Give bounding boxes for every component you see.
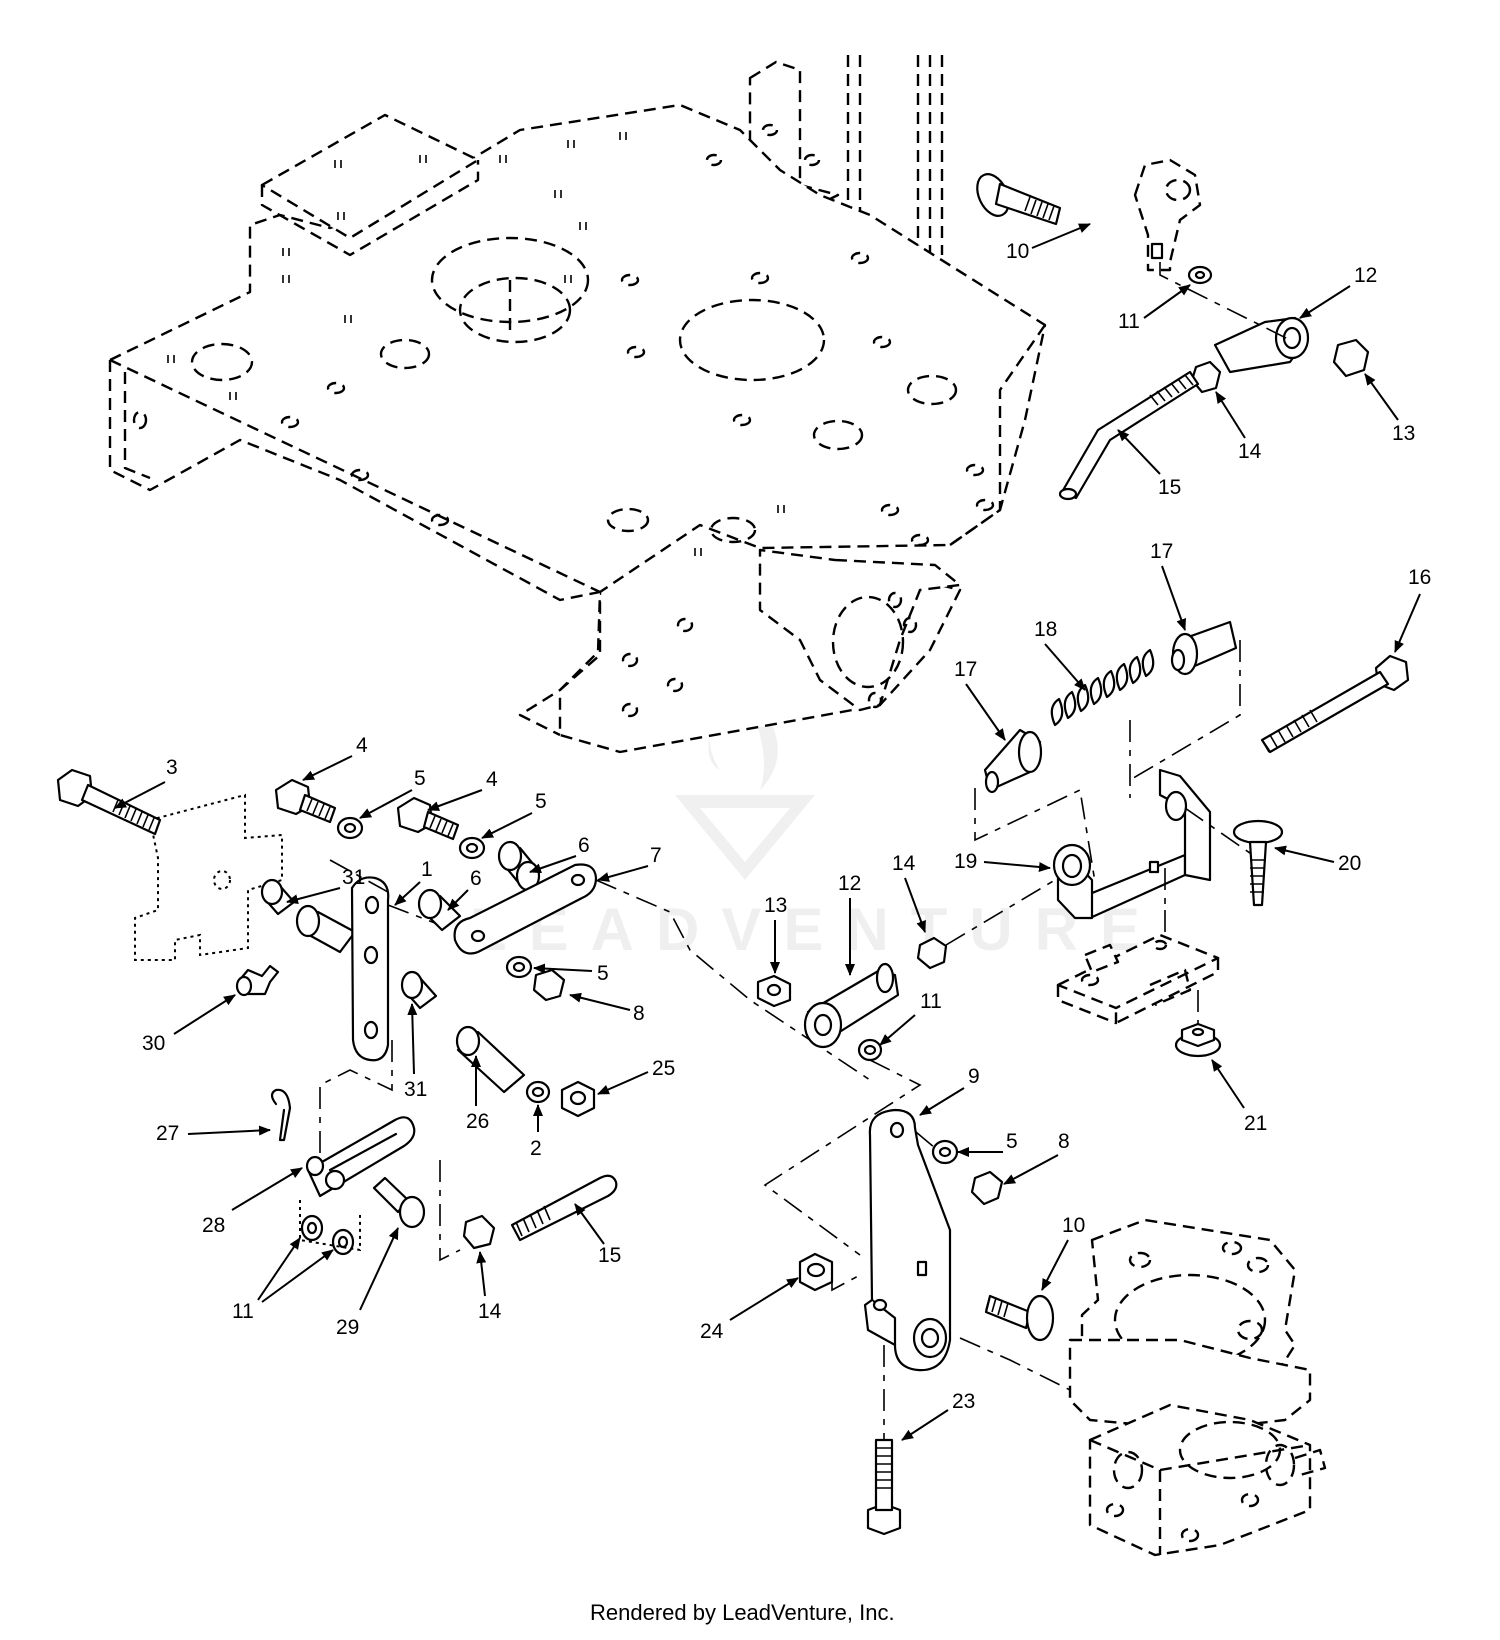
v-logo-icon (675, 795, 815, 880)
cotter-pin (270, 1088, 292, 1142)
callout-26: 26 (466, 1110, 489, 1133)
spacer-31-upper (260, 878, 296, 916)
callout-24: 24 (700, 1320, 724, 1343)
chassis-frame (108, 55, 1047, 754)
callout-5c: 5 (597, 962, 609, 985)
callout-6a: 6 (578, 834, 590, 857)
spacer-31-lower (400, 970, 438, 1010)
callout-17a: 17 (1150, 540, 1173, 563)
left-linkage (56, 768, 871, 1262)
callout-9: 9 (968, 1065, 980, 1088)
rod-end-center (803, 962, 900, 1049)
rod-end-upper (1213, 316, 1310, 374)
callout-14a: 14 (1238, 440, 1262, 463)
callout-19: 19 (954, 850, 977, 873)
jam-nut-lower (462, 1214, 496, 1250)
control-rod-lower (510, 1174, 618, 1242)
callout-11c: 11 (232, 1300, 254, 1323)
link-bar-7 (453, 863, 598, 955)
callout-14c: 14 (478, 1300, 502, 1323)
callout-13b: 13 (764, 894, 787, 917)
callout-18: 18 (1034, 618, 1057, 641)
hex-nut-mid (532, 968, 566, 1002)
callout-4b: 4 (486, 768, 498, 791)
callout-5d: 5 (1006, 1130, 1018, 1153)
flame-logo-icon (708, 670, 778, 790)
callout-12a: 12 (1354, 264, 1377, 287)
spacer-lower (417, 888, 462, 932)
hex-nut-upper (1332, 338, 1370, 378)
callout-11b: 11 (920, 990, 942, 1013)
callout-28: 28 (202, 1214, 225, 1237)
long-bolt (1260, 654, 1410, 754)
callout-11a: 11 (1118, 310, 1140, 333)
callout-21: 21 (1244, 1112, 1267, 1135)
spring-cup-right (1170, 620, 1238, 676)
spring-assembly (974, 620, 1410, 1058)
callout-27: 27 (156, 1122, 179, 1145)
hex-bolt-left (274, 778, 337, 824)
jam-nut-upper (1190, 360, 1222, 394)
u-bracket (1052, 768, 1212, 920)
clevis-pin (372, 1176, 426, 1229)
hex-bolt-long (56, 768, 162, 836)
callout-1: 1 (421, 858, 433, 881)
callout-8b: 8 (1058, 1130, 1070, 1153)
spring-cup-left (983, 728, 1043, 794)
lever-arm-9 (863, 1108, 952, 1372)
callout-2: 2 (530, 1137, 542, 1160)
callout-5b: 5 (535, 790, 547, 813)
control-rod-upper (1058, 370, 1200, 501)
watermark: LEADVENTURE (470, 670, 1162, 963)
phantom-arm (1133, 158, 1202, 272)
flange-nut (1174, 1022, 1222, 1058)
lock-nut-25 (560, 1080, 596, 1118)
callout-4a: 4 (356, 734, 368, 757)
lock-nut-13 (756, 974, 792, 1008)
long-spacer (455, 1025, 526, 1094)
callout-30: 30 (142, 1032, 165, 1055)
callout-31a: 31 (342, 866, 365, 889)
callout-31b: 31 (404, 1078, 427, 1101)
spacer-top (497, 840, 541, 892)
callout-10b: 10 (1062, 1214, 1085, 1237)
hex-nut-arm (970, 1170, 1004, 1206)
callout-23: 23 (952, 1390, 975, 1413)
callout-3: 3 (166, 756, 178, 779)
hex-bolt-23 (866, 1345, 902, 1536)
callouts: 1 2 3 4 4 5 5 5 5 6 6 7 8 8 9 10 10 (114, 223, 1431, 1441)
callout-16: 16 (1408, 566, 1431, 589)
clevis (305, 1116, 416, 1198)
upper-linkage (976, 158, 1370, 501)
carriage-bolt-lower (984, 1294, 1055, 1342)
center-linkage (756, 879, 1111, 1536)
hex-bolt-right (396, 796, 460, 841)
grease-fitting (235, 964, 280, 997)
callout-25: 25 (652, 1057, 675, 1080)
callout-5a: 5 (414, 767, 426, 790)
lock-nut-24 (798, 1252, 834, 1292)
callout-29: 29 (336, 1316, 359, 1339)
callout-17b: 17 (954, 658, 977, 681)
callout-7: 7 (650, 844, 662, 867)
carriage-bolt-20 (1232, 819, 1284, 907)
watermark-text: LEADVENTURE (470, 896, 1162, 963)
compression-spring (1050, 648, 1155, 727)
callout-14b: 14 (892, 852, 916, 875)
footer-credit: Rendered by LeadVenture, Inc. (590, 1600, 895, 1625)
callout-8a: 8 (633, 1002, 645, 1025)
callout-10a: 10 (1006, 240, 1029, 263)
callout-20: 20 (1338, 852, 1361, 875)
callout-12b: 12 (838, 872, 861, 895)
carriage-bolt-upper (976, 173, 1062, 226)
callout-6b: 6 (470, 867, 482, 890)
link-arm-1 (350, 876, 390, 1062)
bushing-left (295, 904, 357, 954)
callout-15a: 15 (1158, 476, 1181, 499)
callout-15b: 15 (598, 1244, 621, 1267)
jam-nut-center (916, 936, 948, 970)
transmission-phantom (1068, 1218, 1327, 1557)
callout-13a: 13 (1392, 422, 1415, 445)
